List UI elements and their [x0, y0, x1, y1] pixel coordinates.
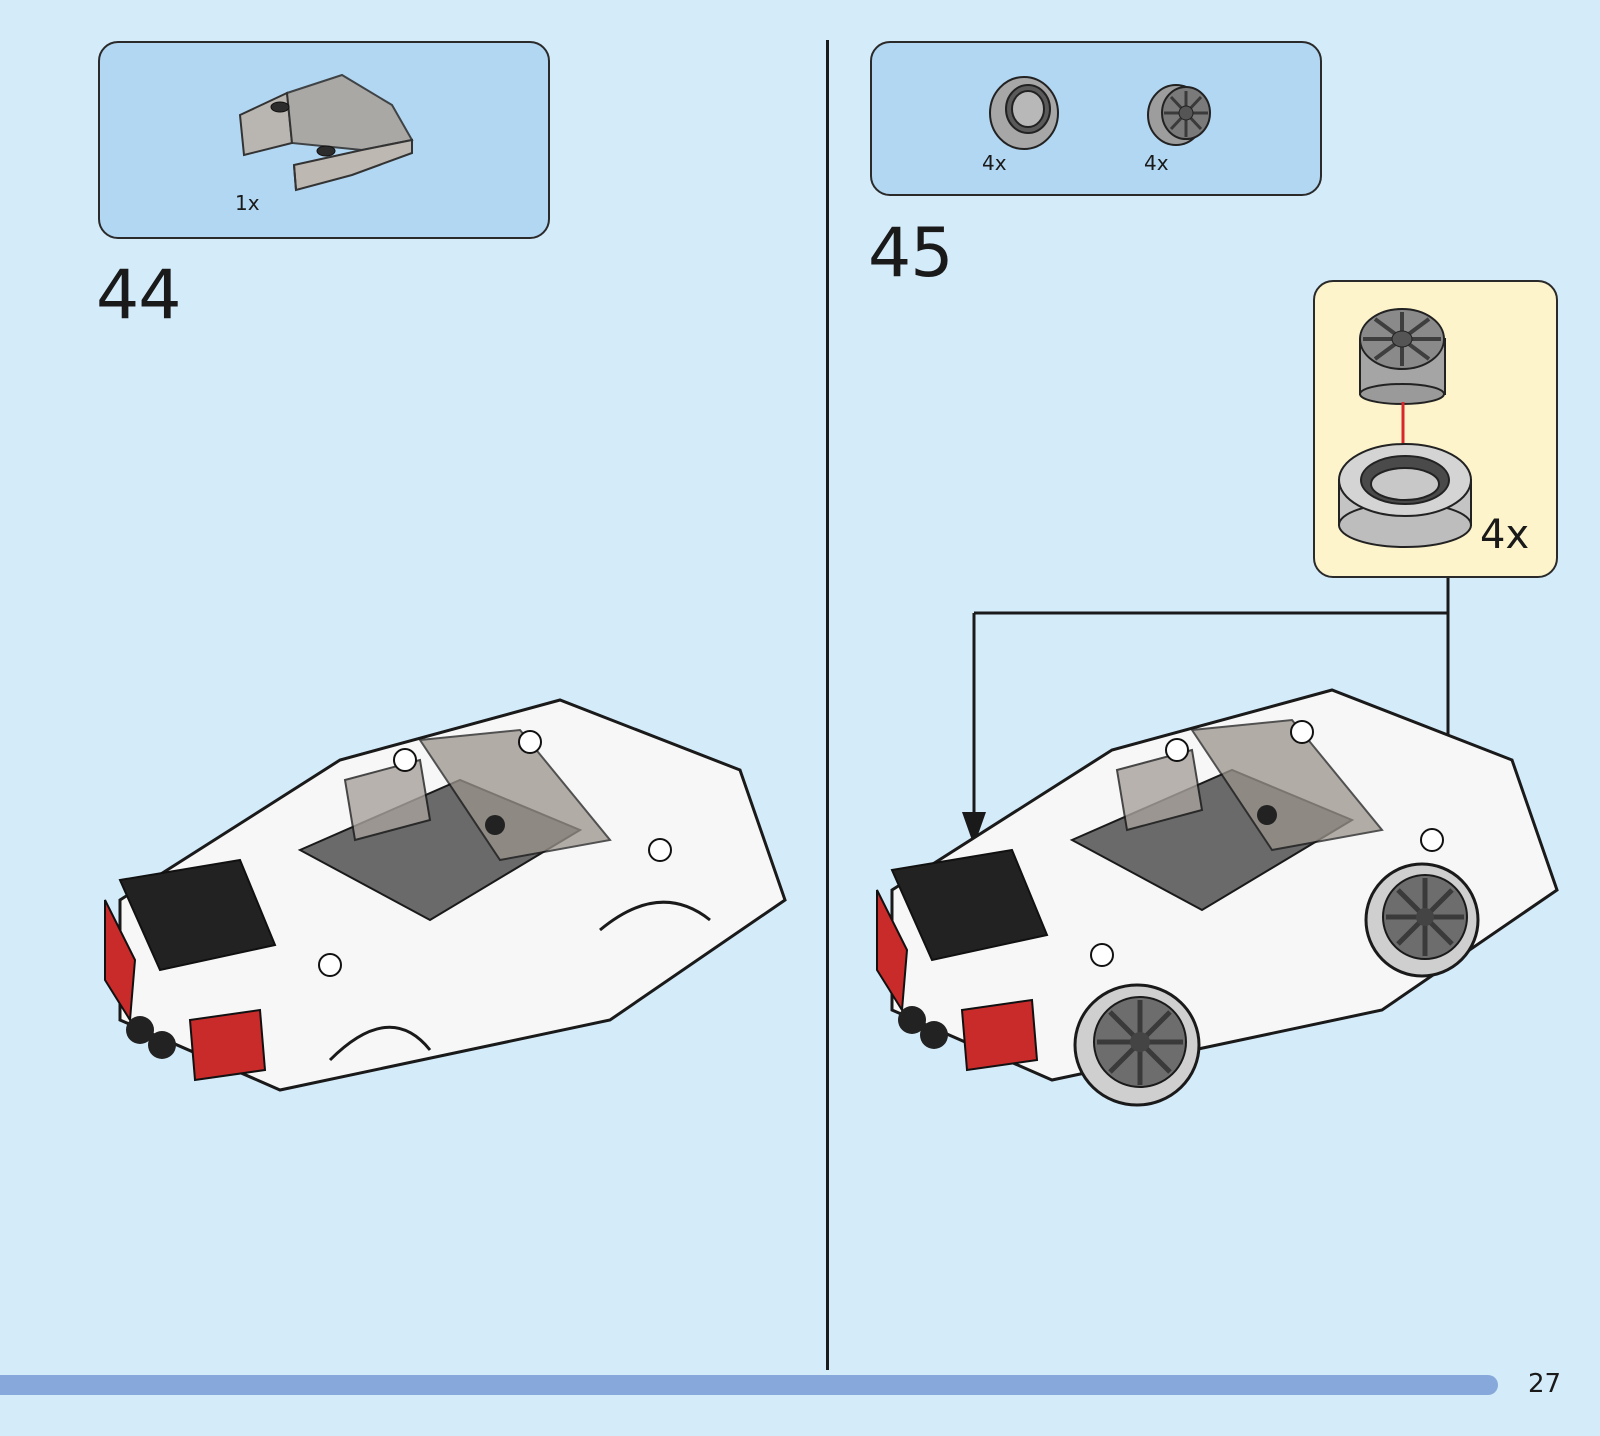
car-model-icon [872, 690, 1562, 1120]
wheel-rear [1366, 864, 1478, 976]
progress-bar [0, 1375, 1498, 1395]
wheel-front [1075, 985, 1199, 1105]
page-number: 27 [1528, 1369, 1561, 1399]
